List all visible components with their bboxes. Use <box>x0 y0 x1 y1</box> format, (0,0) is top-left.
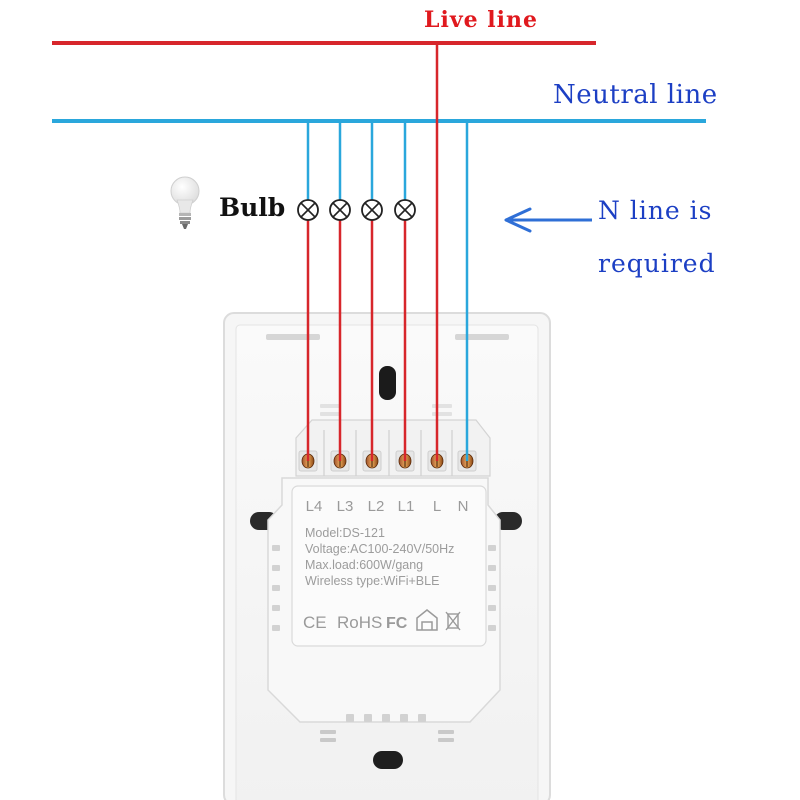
mount-slot-bottom <box>373 751 403 769</box>
spec-model: Model:DS-121 <box>305 526 385 540</box>
lamp-symbol <box>297 199 319 221</box>
lamp-symbol <box>329 199 351 221</box>
bulb-icon <box>170 176 200 229</box>
n-line-note-line2: required <box>598 249 716 278</box>
ce-mark: CE <box>303 613 327 632</box>
bulb-symbols <box>297 199 416 221</box>
mount-slot-right <box>494 512 522 530</box>
terminal-label-l1: L1 <box>398 498 415 515</box>
fc-mark: FC <box>386 615 408 632</box>
switch-module-body <box>267 477 501 723</box>
terminal-label-l3: L3 <box>337 498 354 515</box>
certification-marks: CE RoHS FC <box>303 609 461 632</box>
live-line-label: Live line <box>424 7 538 33</box>
recycle-icon <box>416 609 438 631</box>
spec-max-load: Max.load:600W/gang <box>305 558 423 572</box>
bulb-label: Bulb <box>219 193 286 222</box>
vent-group-left <box>320 404 340 416</box>
lamp-symbol <box>361 199 383 221</box>
drop-wires <box>306 43 469 461</box>
terminal-label-l2: L2 <box>368 498 385 515</box>
top-vent-right <box>455 334 509 340</box>
n-line-note-line1: N line is <box>598 196 713 225</box>
arrow-icon <box>504 207 592 233</box>
terminal-label-l: L <box>433 498 441 515</box>
rohs-mark: RoHS <box>337 613 382 632</box>
lamp-symbol <box>394 199 416 221</box>
spec-label-panel <box>291 485 487 647</box>
terminal-label-l4: L4 <box>306 498 323 515</box>
terminal-label-n: N <box>458 498 469 515</box>
top-vent-left <box>266 334 320 340</box>
mount-slot-top <box>379 366 396 400</box>
spec-text: Model:DS-121 Voltage:AC100-240V/50Hz Max… <box>305 526 454 588</box>
bottom-vents <box>320 730 454 742</box>
spec-voltage: Voltage:AC100-240V/50Hz <box>305 542 454 556</box>
spec-wireless: Wireless type:WiFi+BLE <box>305 574 439 588</box>
weee-bin-icon <box>445 611 461 631</box>
neutral-line-label: Neutral line <box>553 80 718 110</box>
